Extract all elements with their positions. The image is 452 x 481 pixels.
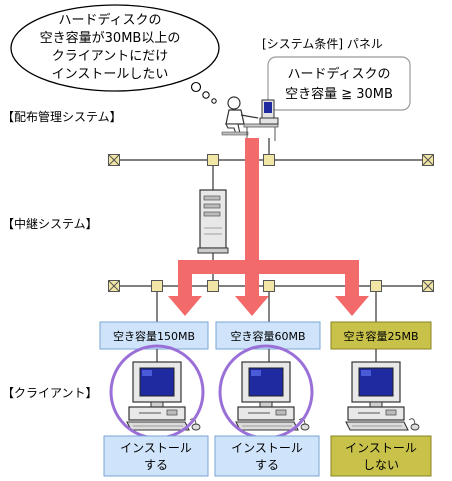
section-label-client: 【クライアント】 [2,386,98,400]
result-line-1: インストール [120,441,192,455]
client-2: 空き容量60MB インストール する [214,321,321,477]
result-line-2: する [144,458,168,472]
arrow-head-left [168,296,202,316]
network-node-icon [207,154,219,166]
network-node-icon [370,280,382,292]
operator-icon [221,96,279,141]
panel-line-1: ハードディスクの [287,66,390,82]
result-line-2: しない [363,458,399,472]
disk-capacity-box [99,321,209,350]
arrow-trunk [245,138,259,262]
thought-dot-3 [211,98,217,104]
arrow-branch-bar [178,260,359,274]
network-node-icon [263,280,275,292]
thought-dot-2 [202,91,210,99]
network-node-icon [151,280,163,292]
bottom-network [108,280,434,322]
section-label-relay: 【中継システム】 [2,216,98,231]
disk-capacity-label: 空き容量25MB [343,329,418,343]
bubble-line-2: 空き容量が30MB以上の [40,30,181,46]
arrow-head-middle [235,296,269,316]
result-box [214,435,320,477]
result-line-1: インストール [345,441,417,455]
speech-bubble-shape [10,4,220,92]
result-box [330,435,432,477]
disk-capacity-box [215,321,321,350]
terminator-icon [108,154,120,166]
client-pc-icon [345,361,420,431]
network-node-icon [263,154,275,166]
bubble-line-1: ハードディスクの [58,12,161,28]
client-pc-icon [235,361,310,431]
network-node-icon [207,280,219,292]
bubble-line-4: インストールしたい [52,67,169,82]
client-3: 空き容量25MB インストール しない [330,321,432,477]
client-pc-icon [126,361,201,431]
disk-capacity-label: 空き容量60MB [230,329,305,343]
client-1: 空き容量150MB インストール する [99,321,209,477]
terminator-icon [108,280,120,292]
thought-dot-1 [190,81,202,93]
terminator-icon [422,154,434,166]
relay-server-icon [197,189,229,286]
disk-capacity-box [330,321,432,350]
speech-bubble: ハードディスクの 空き容量が30MB以上の クライアントにだけ インストールした… [10,4,220,104]
disk-capacity-label: 空き容量150MB [113,329,195,343]
terminator-icon [422,280,434,292]
bubble-line-3: クライアントにだけ [52,49,168,64]
panel-title: [システム条件] パネル [262,37,383,51]
top-network [108,138,434,190]
result-line-1: インストール [231,441,303,455]
panel-line-2: 空き容量 ≧ 30MB [285,86,393,102]
system-condition-panel: [システム条件] パネル ハードディスクの 空き容量 ≧ 30MB [262,37,411,111]
result-box [103,435,209,477]
arrow-head-right [335,296,369,316]
distribution-arrows [168,138,369,316]
section-label-distribution: 【配布管理システム】 [2,109,122,124]
result-line-2: する [255,458,279,472]
panel-box [267,56,411,111]
